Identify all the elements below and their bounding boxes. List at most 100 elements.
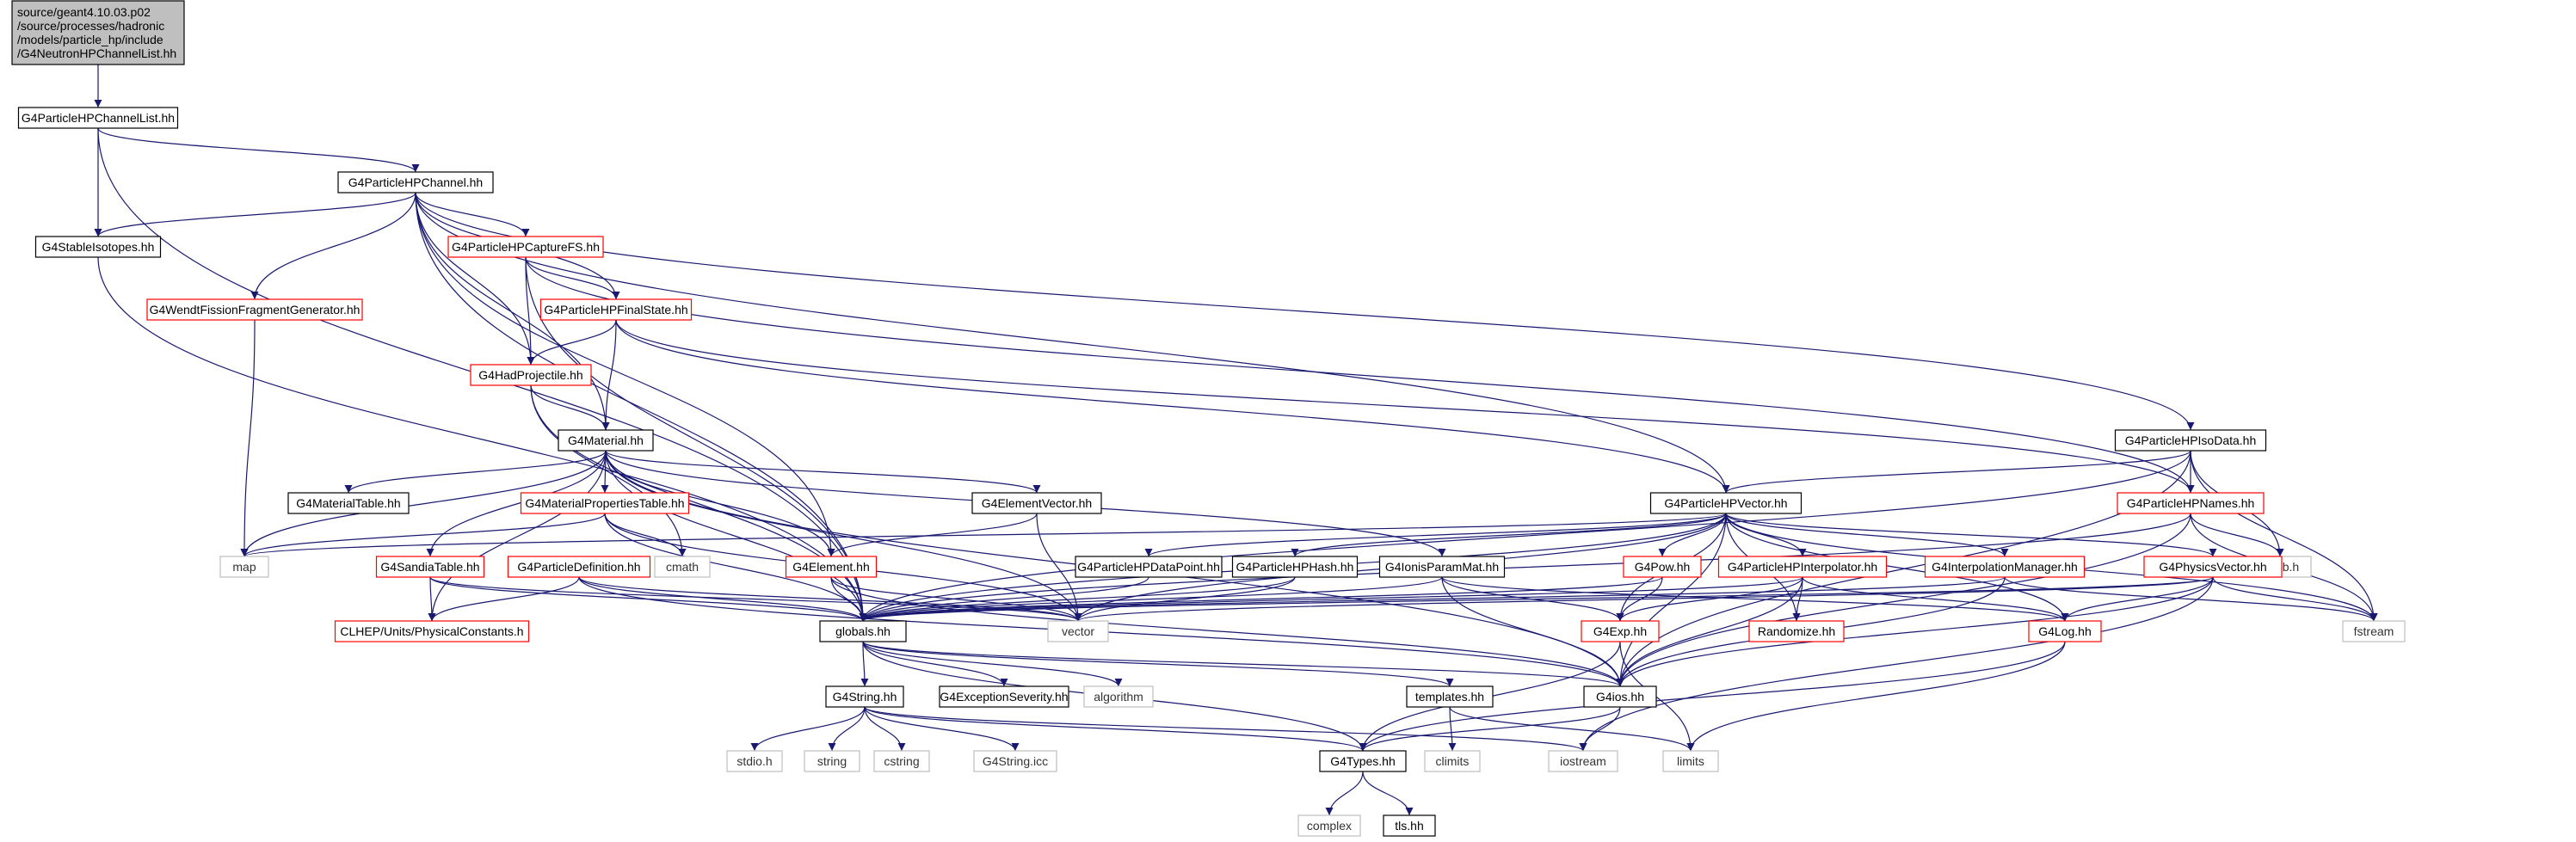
edge-hpnames-to-globals (859, 513, 2191, 622)
node-box-physvec (2143, 556, 2283, 578)
node-partdef[interactable]: G4ParticleDefinition.hh (507, 556, 651, 578)
node-clhep[interactable]: CLHEP/Units/PhysicalConstants.h (334, 620, 530, 642)
edge-capture-to-hpnames (525, 256, 2195, 494)
node-box-ionis (1378, 556, 1506, 578)
node-label-root: /models/particle_hp/include (17, 33, 163, 46)
node-box-types (1319, 750, 1407, 772)
node-isodata[interactable]: G4ParticleHPIsoData.hh (2114, 429, 2267, 452)
node-fstream[interactable]: fstream (2342, 620, 2406, 642)
node-label-log: G4Log.hh (2038, 624, 2092, 638)
node-finalstate[interactable]: G4ParticleHPFinalState.hh (539, 298, 693, 321)
node-label-excsev: G4ExceptionSeverity.hh (940, 690, 1068, 704)
node-limits[interactable]: limits (1662, 750, 1719, 772)
edge-hpvector-to-datapoint (1144, 513, 1727, 557)
edge-g4string-to-types (864, 706, 1367, 752)
node-interp[interactable]: G4ParticleHPInterpolator.hh (1717, 556, 1888, 578)
node-algorithm[interactable]: algorithm (1083, 685, 1154, 708)
node-matprop[interactable]: G4MaterialPropertiesTable.hh (520, 492, 690, 514)
edge-hadproj-to-material (530, 384, 610, 431)
node-excsev[interactable]: G4ExceptionSeverity.hh (939, 685, 1069, 708)
edge-ios-to-types (1359, 706, 1621, 752)
node-cstring[interactable]: cstring (873, 750, 930, 772)
edge-pow-to-globals (859, 576, 1663, 622)
node-box-datapoint (1075, 556, 1223, 578)
node-material[interactable]: G4Material.hh (558, 429, 654, 452)
node-hphash[interactable]: G4ParticleHPHash.hh (1231, 556, 1359, 578)
header-nodes: source/geant4.10.03.p02/source/processes… (11, 0, 2406, 837)
node-elemvec[interactable]: G4ElementVector.hh (971, 492, 1102, 514)
node-box-partdef (507, 556, 651, 578)
node-ios[interactable]: G4ios.hh (1583, 685, 1657, 708)
node-map[interactable]: map (219, 556, 269, 578)
edge-physvec-to-globals (860, 576, 2214, 622)
edge-material-to-vector (605, 450, 1082, 622)
node-randomize[interactable]: Randomize.hh (1748, 620, 1845, 642)
edge-interpman-to-globals (859, 576, 2006, 622)
node-root[interactable]: source/geant4.10.03.p02/source/processes… (11, 0, 185, 65)
node-label-hpvector: G4ParticleHPVector.hh (1664, 496, 1787, 510)
node-datapoint[interactable]: G4ParticleHPDataPoint.hh (1075, 556, 1223, 578)
node-label-templates: templates.hh (1415, 690, 1484, 704)
node-element[interactable]: G4Element.hh (785, 556, 878, 578)
node-label-mattable: G4MaterialTable.hh (296, 496, 400, 510)
node-g4stringicc[interactable]: G4String.icc (973, 750, 1057, 772)
node-globals[interactable]: globals.hh (819, 620, 907, 642)
node-hpnames[interactable]: G4ParticleHPNames.hh (2117, 492, 2265, 514)
node-capture[interactable]: G4ParticleHPCaptureFS.hh (447, 236, 604, 258)
edge-material-to-sandia (426, 450, 607, 557)
node-box-ios (1583, 685, 1657, 708)
node-ionis[interactable]: G4IonisParamMat.hh (1378, 556, 1506, 578)
node-types[interactable]: G4Types.hh (1319, 750, 1407, 772)
node-label-cstring: cstring (884, 754, 919, 768)
edge-wendt-to-map (240, 319, 256, 557)
node-interpman[interactable]: G4InterpolationManager.hh (1924, 556, 2086, 578)
node-pow[interactable]: G4Pow.hh (1623, 556, 1702, 578)
node-g4string[interactable]: G4String.hh (825, 685, 904, 708)
node-label-vector: vector (1062, 624, 1094, 638)
node-hpvector[interactable]: G4ParticleHPVector.hh (1649, 492, 1803, 514)
node-physvec[interactable]: G4PhysicsVector.hh (2143, 556, 2283, 578)
node-hadproj[interactable]: G4HadProjectile.hh (470, 364, 592, 386)
node-wendt[interactable]: G4WendtFissionFragmentGenerator.hh (146, 298, 363, 321)
node-stdio[interactable]: stdio.h (726, 750, 783, 772)
node-string[interactable]: string (804, 750, 860, 772)
node-box-capture (447, 236, 604, 258)
node-label-physvec: G4PhysicsVector.hh (2159, 560, 2266, 574)
node-chanlist[interactable]: G4ParticleHPChannelList.hh (17, 107, 179, 129)
node-sandia[interactable]: G4SandiaTable.hh (375, 556, 485, 578)
edge-physvec-to-fstream (2212, 576, 2378, 622)
node-box-clhep (334, 620, 530, 642)
node-cmath[interactable]: cmath (654, 556, 711, 578)
node-complex[interactable]: complex (1297, 814, 1361, 837)
node-exp[interactable]: G4Exp.hh (1581, 620, 1660, 642)
node-tls[interactable]: tls.hh (1383, 814, 1436, 837)
edge-hpvector-to-pow (1658, 513, 1727, 557)
node-box-randomize (1748, 620, 1845, 642)
node-box-iostream (1548, 750, 1618, 772)
node-label-types: G4Types.hh (1330, 754, 1396, 768)
node-label-capture: G4ParticleHPCaptureFS.hh (452, 240, 600, 254)
node-stable[interactable]: G4StableIsotopes.hh (34, 236, 162, 258)
node-box-channel (337, 171, 494, 194)
node-label-iostream: iostream (1560, 754, 1606, 768)
node-box-climits (1424, 750, 1481, 772)
node-iostream[interactable]: iostream (1548, 750, 1618, 772)
node-channel[interactable]: G4ParticleHPChannel.hh (337, 171, 494, 194)
node-climits[interactable]: climits (1424, 750, 1481, 772)
node-templates[interactable]: templates.hh (1406, 685, 1494, 708)
edge-hpvector-to-hphash (1291, 513, 1727, 557)
node-box-exp (1581, 620, 1660, 642)
node-log[interactable]: G4Log.hh (2028, 620, 2102, 642)
edge-log-to-limits (1686, 641, 2066, 752)
node-mattable[interactable]: G4MaterialTable.hh (287, 492, 410, 514)
edge-channel-to-hadproj (415, 192, 535, 366)
edge-physvec-to-vector (1074, 576, 2214, 622)
edge-physvec-to-log (2061, 576, 2214, 622)
edge-partdef-to-globals (578, 576, 867, 622)
node-vector[interactable]: vector (1047, 620, 1109, 642)
edge-types-to-complex (1325, 771, 1364, 816)
edge-material-to-clhep (428, 450, 607, 622)
node-label-elemvec: G4ElementVector.hh (982, 496, 1092, 510)
edge-interp-to-globals (859, 576, 1803, 622)
